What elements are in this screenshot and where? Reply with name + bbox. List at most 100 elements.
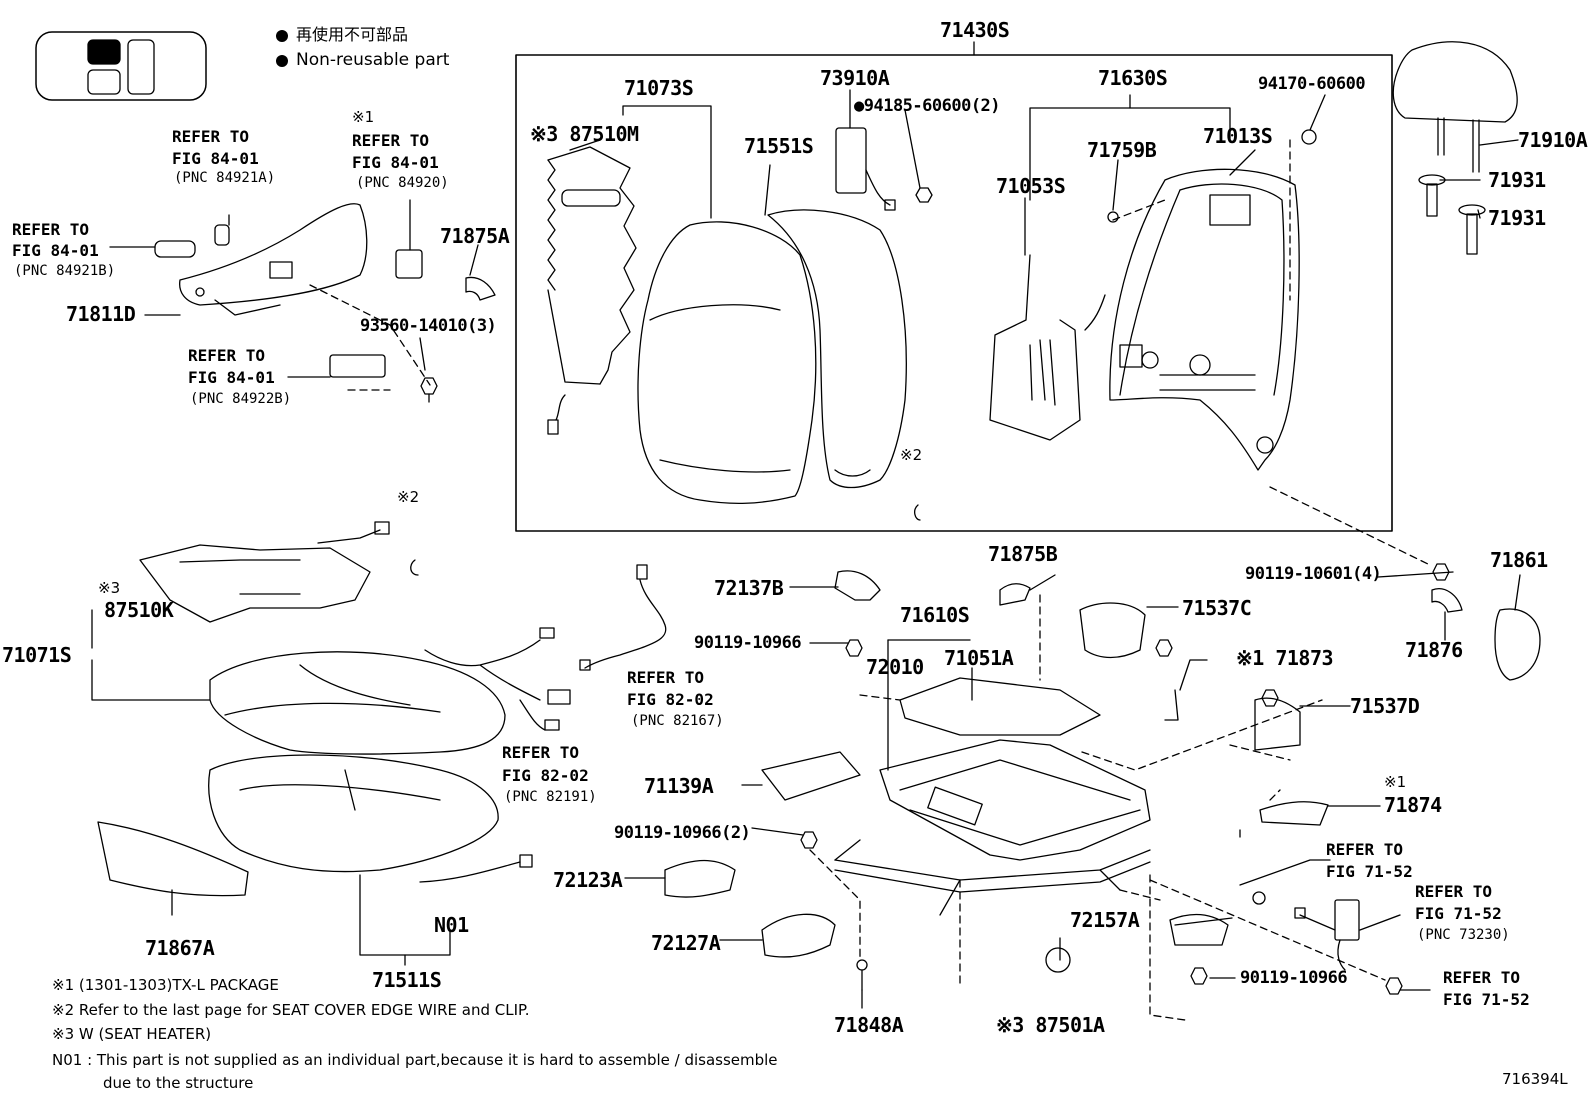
part-94170-60600: 94170-60600 [1258, 74, 1366, 94]
headrest-guide [1418, 174, 1486, 255]
legend-jp: 再使用不可部品 [296, 25, 409, 44]
mark-note1-84920: ※1 [352, 108, 375, 126]
ref-84922b-line3: (PNC 84922B) [190, 391, 292, 407]
ref-71-52-c-line1: REFER TO [1443, 968, 1521, 987]
part-71537D: 71537D [1350, 694, 1420, 718]
part-71511S: 71511S [372, 968, 442, 992]
part-87510K: 87510K [104, 598, 174, 622]
ref-84921a-line1: REFER TO [172, 127, 250, 146]
part-71867A: 71867A [145, 936, 215, 960]
part-71931-upper: 71931 [1488, 168, 1546, 192]
track-covers [664, 570, 1541, 958]
part-71876: 71876 [1405, 638, 1463, 662]
footnote-3: ※3 W (SEAT HEATER) [52, 1025, 212, 1043]
footnote-1: ※1 (1301-1303)TX-L PACKAGE [52, 976, 279, 994]
part-73910A: 73910A [820, 66, 890, 90]
ref-82191-line1: REFER TO [502, 743, 580, 762]
ref-73230-line3: (PNC 73230) [1417, 927, 1510, 943]
ref-71-52-a-line1: REFER TO [1326, 840, 1404, 859]
part-93560-14010: 93560-14010(3) [360, 316, 497, 336]
footnote-n01: N01 : This part is not supplied as an in… [52, 1051, 778, 1069]
part-90119-10966-pair: 90119-10966(2) [614, 823, 751, 843]
headrest [1392, 41, 1518, 173]
ref-82167-line1: REFER TO [627, 668, 705, 687]
seatback-cover [637, 209, 907, 504]
part-71861: 71861 [1490, 548, 1548, 572]
ref-82191-line2: FIG 82-02 [502, 766, 589, 785]
part-71811D: 71811D [66, 302, 136, 326]
ref-71-52-a-line2: FIG 71-52 [1326, 862, 1413, 881]
seatback-frame [1109, 168, 1300, 471]
part-71759B: 71759B [1087, 138, 1157, 162]
seat-cushion-pad [208, 754, 499, 873]
part-90119-10966-lower: 90119-10966 [1240, 968, 1348, 988]
ref-84922b-line1: REFER TO [188, 346, 266, 365]
part-71875A: 71875A [440, 224, 510, 248]
part-72157A: 72157A [1070, 908, 1140, 932]
dashed-guide-lines [309, 139, 1431, 1021]
legend-en: Non-reusable part [296, 50, 450, 70]
mark-note2-clip-upper: ※2 [900, 446, 923, 464]
diagram-code: 716394L [1502, 1070, 1568, 1088]
cushion-heater-mat [139, 521, 390, 623]
part-71013S: 71013S [1203, 124, 1273, 148]
ref-84921b-line3: (PNC 84921B) [14, 263, 116, 279]
part-87501A: ※3 87501A [996, 1013, 1105, 1037]
part-71873: ※1 71873 [1236, 646, 1334, 670]
non-reusable-bullet-icon [276, 30, 288, 42]
part-90119-10601: 90119-10601(4) [1245, 564, 1382, 584]
part-71931-lower: 71931 [1488, 206, 1546, 230]
part-71073S: 71073S [624, 76, 694, 100]
leader-lines [91, 89, 1521, 1009]
ref-84920-line1: REFER TO [352, 131, 430, 150]
seat-adjuster-frame [834, 639, 1151, 916]
part-72137B: 72137B [714, 576, 784, 600]
footnote-n01-cont: due to the structure [103, 1074, 254, 1092]
ref-84920-line3: (PNC 84920) [356, 175, 449, 191]
side-shield [154, 203, 496, 403]
seatback-heater-mat [547, 146, 637, 435]
part-72127A: 72127A [651, 931, 721, 955]
ref-82191-line3: (PNC 82191) [504, 789, 597, 805]
part-71053S: 71053S [996, 174, 1066, 198]
seatback-assembly-frame [515, 54, 1393, 532]
part-71874: 71874 [1384, 793, 1442, 817]
ref-84921b-line2: FIG 84-01 [12, 241, 99, 260]
part-71430S: 71430S [940, 18, 1010, 42]
ref-82167-line2: FIG 82-02 [627, 690, 714, 709]
part-87510M: ※3 87510M [530, 122, 639, 146]
mark-note2-clip-lower: ※2 [397, 488, 420, 506]
ref-84920-line2: FIG 84-01 [352, 153, 439, 172]
lumbar-support [989, 254, 1143, 441]
part-71071S: 71071S [2, 643, 72, 667]
ref-73230-line2: FIG 71-52 [1415, 904, 1502, 923]
part-71551S: 71551S [744, 134, 814, 158]
part-71051A: 71051A [944, 646, 1014, 670]
part-71875B: 71875B [988, 542, 1058, 566]
part-71630S: 71630S [1098, 66, 1168, 90]
part-71610S: 71610S [900, 603, 970, 627]
part-94185-60600: ●94185-60600(2) [854, 96, 1001, 116]
seat-position-icon [35, 31, 207, 101]
part-72010: 72010 [866, 655, 924, 679]
seat-cushion-cover [209, 651, 506, 755]
mark-note1-71874: ※1 [1384, 773, 1407, 791]
bolt-fastener [800, 129, 1450, 991]
part-72123A: 72123A [553, 868, 623, 892]
non-reusable-bullet-icon [276, 55, 288, 67]
part-71910A: 71910A [1518, 128, 1588, 152]
ref-73230-line1: REFER TO [1415, 882, 1493, 901]
seatback-module [835, 127, 933, 211]
cushion-spring-mat [899, 677, 1101, 736]
part-90119-10966-upper: 90119-10966 [694, 633, 802, 653]
cushion-front-trim [97, 821, 249, 897]
ref-84921a-line3: (PNC 84921A) [174, 170, 276, 186]
ref-71-52-c-line2: FIG 71-52 [1443, 990, 1530, 1009]
wire-harness [424, 564, 667, 731]
mark-note3-87510k: ※3 [98, 579, 121, 597]
ref-84921b-line1: REFER TO [12, 220, 90, 239]
ref-84922b-line2: FIG 84-01 [188, 368, 275, 387]
seat-belt-buckle [1294, 899, 1403, 995]
